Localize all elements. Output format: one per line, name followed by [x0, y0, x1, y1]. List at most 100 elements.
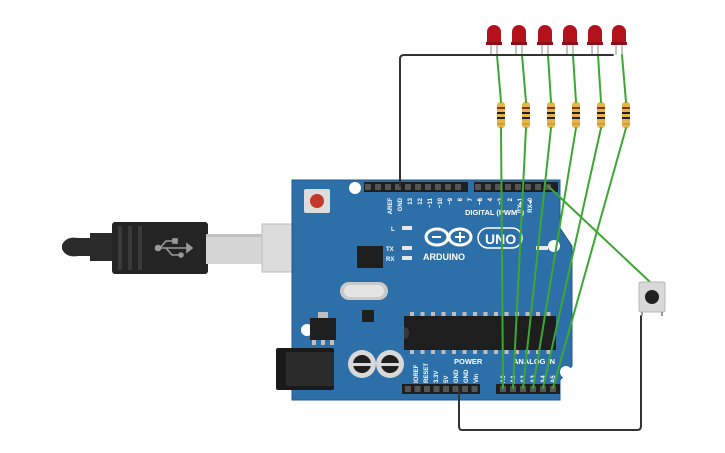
resistor[interactable] — [522, 102, 530, 128]
analog-header-label: ANALOG IN — [513, 357, 555, 366]
power-pin-label: GND — [454, 369, 460, 383]
resistor[interactable] — [497, 102, 505, 128]
green-wire[interactable] — [521, 54, 527, 103]
header-hole[interactable] — [405, 184, 411, 190]
header-hole[interactable] — [520, 386, 526, 392]
chip-pin — [420, 312, 425, 316]
green-wire[interactable] — [572, 54, 577, 103]
chip-pin — [546, 350, 551, 354]
pushbutton[interactable] — [638, 281, 666, 316]
header-hole[interactable] — [525, 184, 531, 190]
chip-pin — [483, 350, 488, 354]
green-wire[interactable] — [547, 185, 651, 283]
chip-pin — [473, 350, 477, 354]
power-pin-label: GND — [464, 369, 470, 383]
resistor[interactable] — [597, 102, 605, 128]
header-hole[interactable] — [495, 184, 501, 190]
power-pin-label: Vin — [474, 373, 480, 383]
chip-pin — [515, 350, 519, 354]
header-hole[interactable] — [405, 386, 411, 392]
digital-pin-label: 12 — [418, 197, 424, 204]
power-pin-label: IOREF — [414, 364, 420, 383]
header-hole[interactable] — [414, 386, 421, 392]
chip-pin — [504, 312, 509, 316]
red-led[interactable] — [537, 25, 553, 55]
led-array[interactable] — [486, 25, 627, 55]
chip-pin — [441, 350, 446, 354]
brand-label: ARDUINO — [423, 252, 465, 262]
header-hole[interactable] — [471, 386, 478, 392]
power-header[interactable] — [402, 384, 480, 394]
header-hole[interactable] — [455, 184, 461, 190]
header-hole[interactable] — [424, 386, 430, 392]
header-hole[interactable] — [365, 184, 371, 190]
header-hole[interactable] — [385, 184, 391, 190]
digital-pin-label: ~5 — [478, 197, 484, 205]
header-hole[interactable] — [435, 184, 441, 190]
green-wire[interactable] — [496, 54, 502, 103]
resistor[interactable] — [622, 102, 630, 128]
header-hole[interactable] — [433, 386, 440, 392]
status-led-tx: TX — [386, 246, 412, 253]
chip-pin — [462, 312, 467, 316]
header-hole[interactable] — [505, 184, 511, 190]
resistor[interactable] — [547, 102, 555, 128]
red-led[interactable] — [486, 25, 502, 55]
power-header-label: POWER — [454, 357, 483, 366]
red-led[interactable] — [611, 25, 627, 55]
header-hole[interactable] — [395, 184, 401, 190]
header-hole[interactable] — [415, 184, 421, 190]
chip-pin — [536, 312, 540, 316]
digital-pin-label: ~9 — [448, 197, 454, 205]
green-wire[interactable] — [500, 127, 504, 389]
header-hole[interactable] — [485, 184, 491, 190]
status-led-rx: RX — [386, 256, 412, 263]
black-wire[interactable] — [399, 54, 491, 187]
power-jack[interactable] — [276, 348, 334, 390]
header-hole[interactable] — [535, 184, 541, 190]
green-wire[interactable] — [532, 127, 577, 389]
black-wire[interactable] — [458, 315, 642, 431]
usb-chip — [357, 246, 383, 268]
header-hole[interactable] — [425, 184, 431, 190]
green-wire[interactable] — [547, 54, 552, 103]
header-hole[interactable] — [475, 184, 481, 190]
header-hole[interactable] — [443, 386, 449, 392]
red-led[interactable] — [587, 25, 603, 55]
chip-pin — [494, 312, 498, 316]
chip-pin — [462, 350, 467, 354]
reset-button[interactable] — [304, 189, 330, 213]
chip-pin — [494, 350, 498, 354]
green-wire[interactable] — [621, 54, 627, 103]
power-pin-label: 5V — [444, 376, 450, 383]
analog-header[interactable] — [496, 384, 560, 394]
green-wire[interactable] — [522, 127, 552, 389]
header-hole[interactable] — [375, 184, 381, 190]
digital-pin-label: GND — [398, 197, 404, 211]
header-hole[interactable] — [445, 184, 451, 190]
header-hole[interactable] — [515, 184, 521, 190]
digital-pin-label: 4 — [488, 197, 494, 201]
header-hole[interactable] — [462, 386, 468, 392]
green-wire[interactable] — [512, 127, 527, 389]
green-wire[interactable] — [597, 54, 602, 103]
voltage-regulator — [310, 312, 336, 345]
header-hole[interactable] — [530, 386, 536, 392]
red-led[interactable] — [562, 25, 578, 55]
resistor-array[interactable] — [497, 102, 630, 128]
digital-pin-label: ~11 — [428, 197, 434, 208]
resistor[interactable] — [572, 102, 580, 128]
digital-pin-label: AREF — [388, 198, 394, 215]
red-led[interactable] — [511, 25, 527, 55]
green-wire[interactable] — [542, 127, 602, 389]
green-wire[interactable] — [552, 127, 627, 389]
wires[interactable] — [399, 54, 651, 431]
header-hole[interactable] — [452, 386, 459, 392]
power-pin-label: RESET — [424, 363, 430, 383]
digital-header-label: DIGITAL (PWM~) — [465, 208, 525, 217]
header-hole[interactable] — [510, 386, 516, 392]
usb-icon — [154, 238, 194, 258]
